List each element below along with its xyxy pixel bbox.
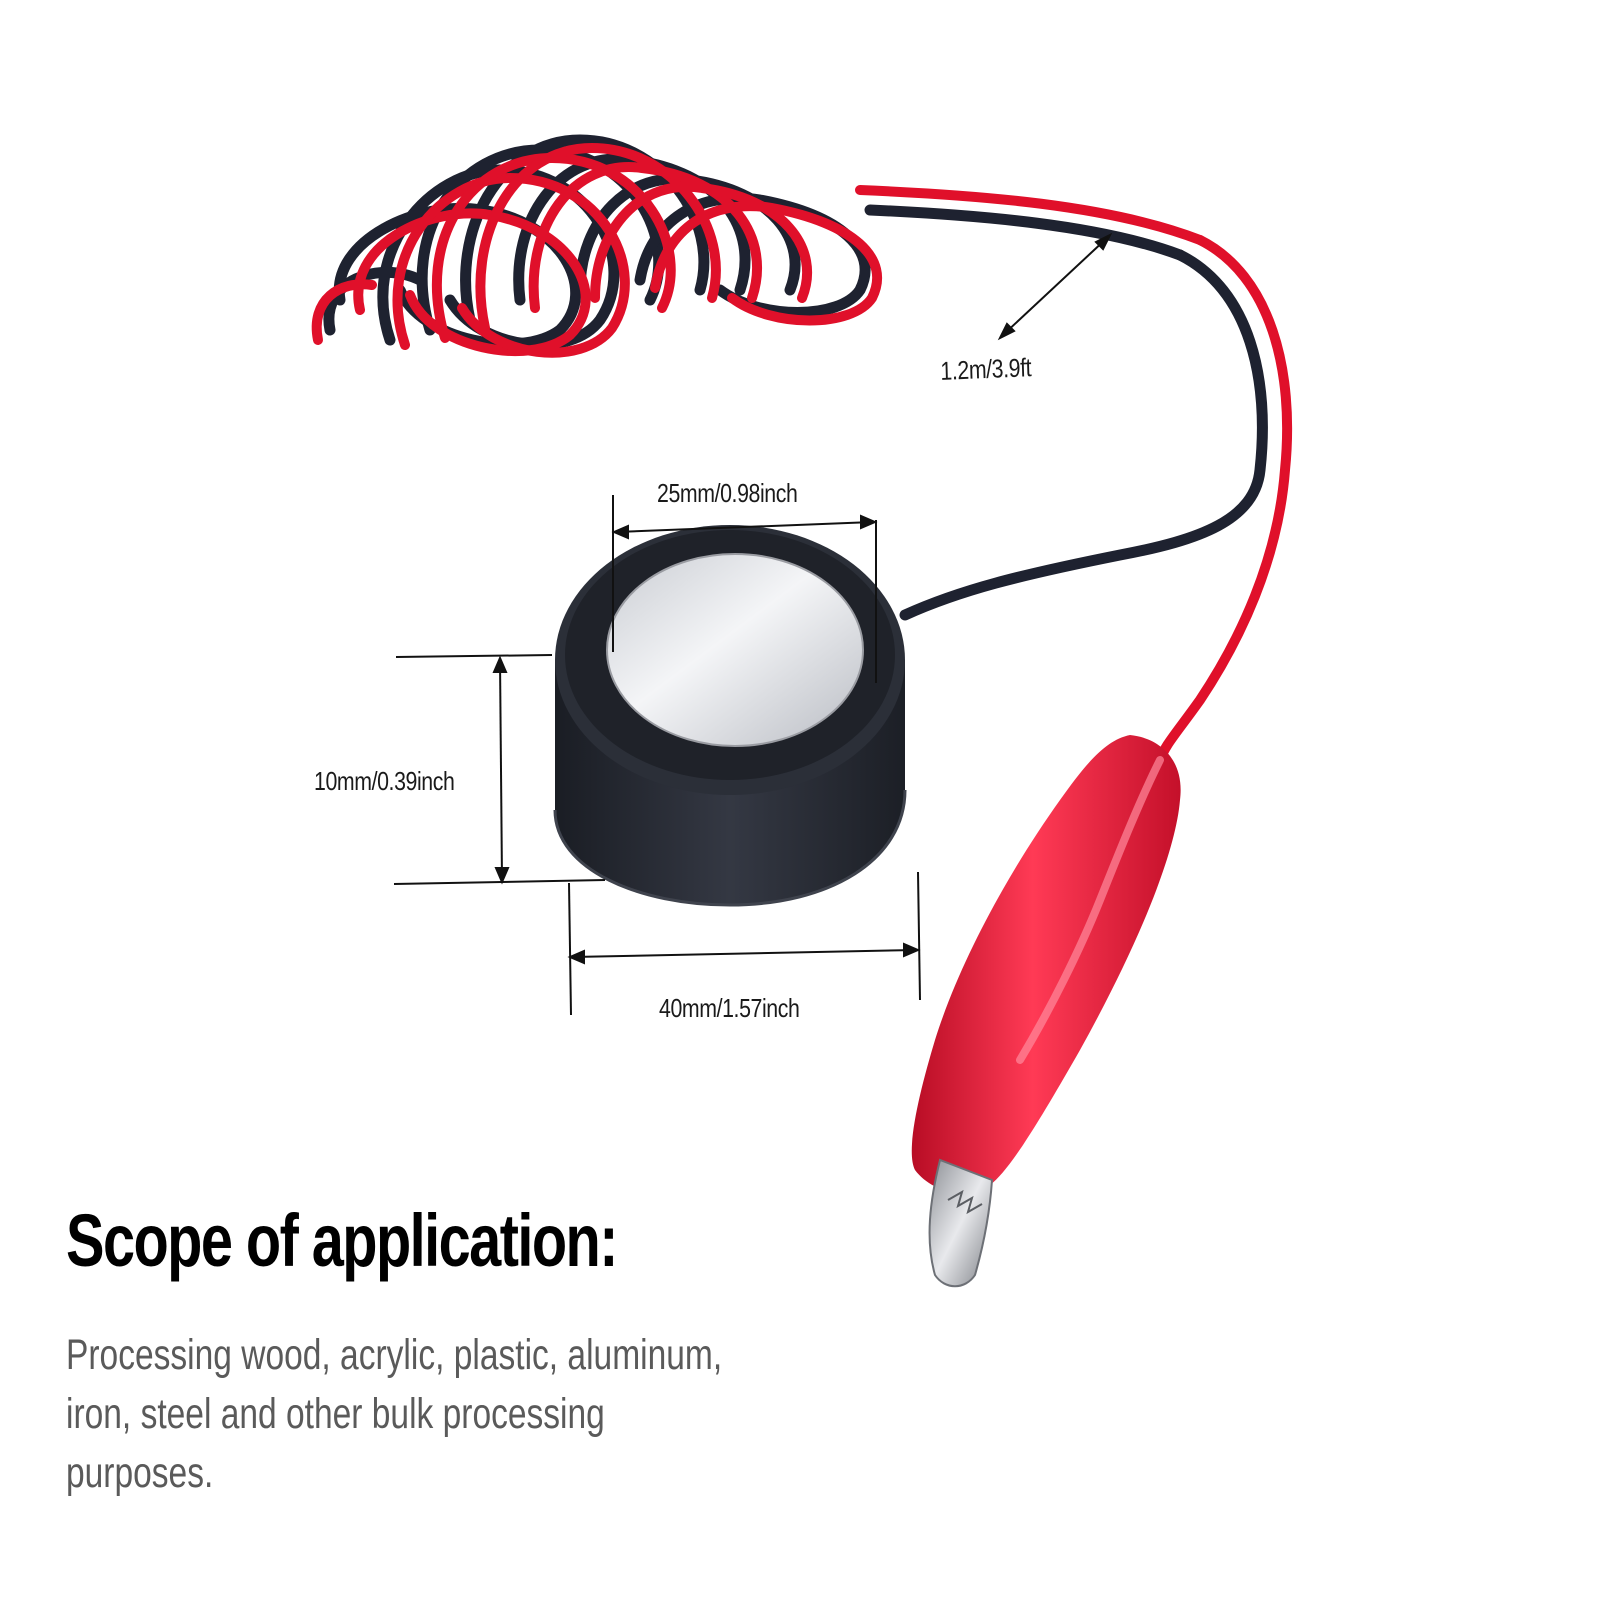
twin-cable [899,235,1293,765]
scope-line: Processing wood, acrylic, plastic, alumi… [66,1331,723,1379]
height-label: 10mm/0.39inch [314,766,455,796]
outer-diameter-label: 40mm/1.57inch [659,993,800,1023]
scope-line: iron, steel and other bulk processing [66,1390,605,1438]
scope-description: Processing wood, acrylic, plastic, alumi… [66,1326,768,1503]
dimension-lines [393,232,1113,1016]
top-diameter-label: 25mm/0.98inch [657,478,798,508]
cable-length-label: 1.2m/3.9ft [940,352,1032,386]
cable-coil [311,134,1205,358]
alligator-clip [911,735,1181,1288]
scope-line: purposes. [66,1449,214,1497]
scope-title: Scope of application: [66,1199,618,1282]
sensor-puck [553,525,907,907]
